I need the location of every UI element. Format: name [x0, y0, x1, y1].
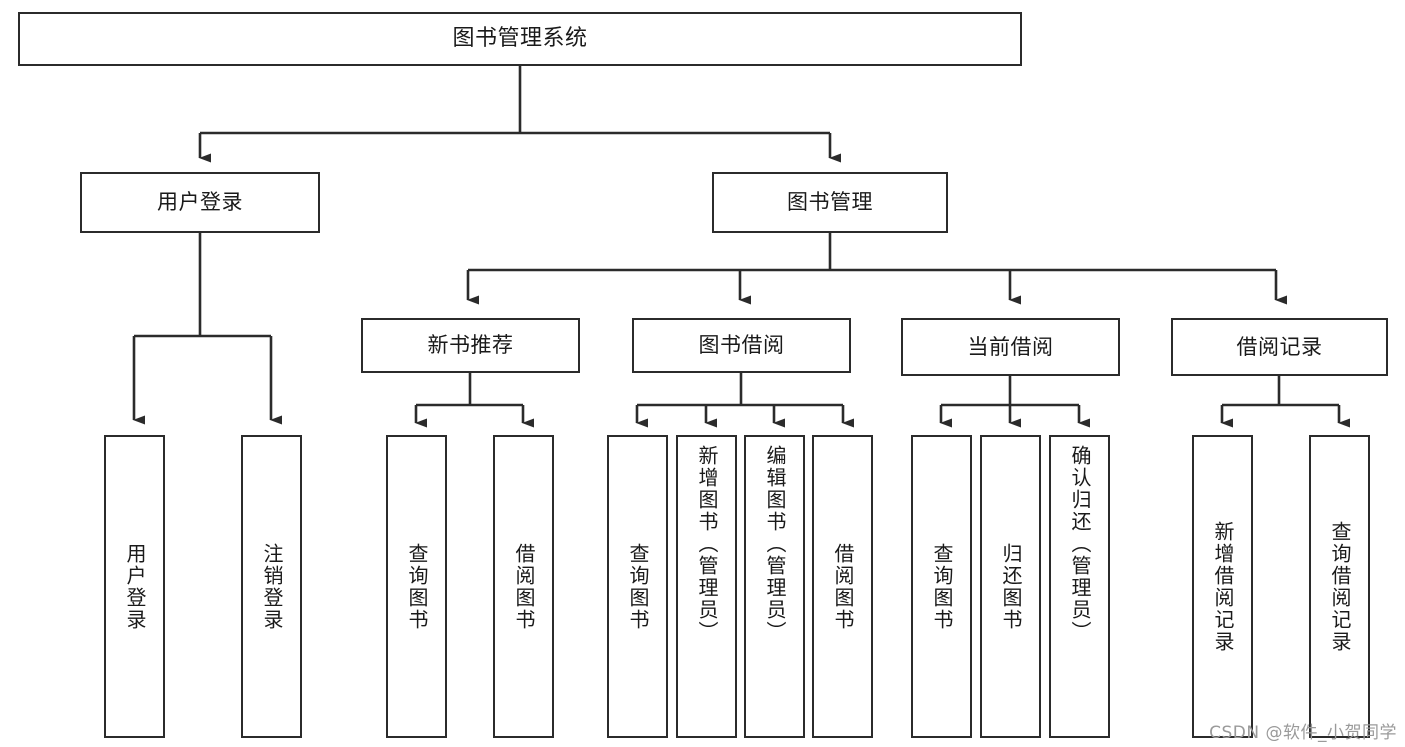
leaf-user-login-logout[interactable]: 注销登录	[241, 435, 302, 738]
node-label: 借阅记录	[1236, 334, 1323, 359]
leaf-label: 编辑图书（管理员）	[763, 445, 787, 643]
node-label: 新书推荐	[427, 333, 514, 358]
leaf-borrow-query-book[interactable]: 查询图书	[607, 435, 668, 738]
node-label: 图书借阅	[698, 333, 785, 358]
leaf-current-confirm-return-admin[interactable]: 确认归还（管理员）	[1049, 435, 1110, 738]
node-root-system[interactable]: 图书管理系统	[18, 12, 1022, 66]
node-book-management[interactable]: 图书管理	[712, 172, 948, 233]
leaf-current-query-book[interactable]: 查询图书	[911, 435, 972, 738]
node-label: 图书管理系统	[452, 26, 588, 52]
leaf-borrow-add-book-admin[interactable]: 新增图书（管理员）	[676, 435, 737, 738]
leaf-recommend-query-book[interactable]: 查询图书	[386, 435, 447, 738]
leaf-borrow-borrow-book[interactable]: 借阅图书	[812, 435, 873, 738]
node-label: 用户登录	[157, 190, 243, 215]
node-current-borrow[interactable]: 当前借阅	[901, 318, 1120, 376]
leaf-user-login-login[interactable]: 用户登录	[104, 435, 165, 738]
leaf-label: 查询图书	[626, 542, 650, 631]
leaf-label: 借阅图书	[512, 542, 536, 631]
leaf-record-query-record[interactable]: 查询借阅记录	[1309, 435, 1370, 738]
leaf-label: 注销登录	[260, 542, 284, 631]
node-book-borrow[interactable]: 图书借阅	[632, 318, 851, 373]
node-new-book-recommend[interactable]: 新书推荐	[361, 318, 580, 373]
leaf-label: 新增图书（管理员）	[695, 445, 719, 643]
leaf-record-add-record[interactable]: 新增借阅记录	[1192, 435, 1253, 738]
leaf-label: 查询图书	[930, 542, 954, 631]
leaf-label: 归还图书	[999, 542, 1023, 631]
leaf-label: 查询借阅记录	[1328, 520, 1352, 653]
leaf-label: 用户登录	[123, 542, 147, 631]
leaf-recommend-borrow-book[interactable]: 借阅图书	[493, 435, 554, 738]
leaf-current-return-book[interactable]: 归还图书	[980, 435, 1041, 738]
leaf-label: 确认归还（管理员）	[1068, 445, 1092, 643]
leaf-borrow-edit-book-admin[interactable]: 编辑图书（管理员）	[744, 435, 805, 738]
leaf-label: 新增借阅记录	[1211, 520, 1235, 653]
leaf-label: 查询图书	[405, 542, 429, 631]
node-borrow-record[interactable]: 借阅记录	[1171, 318, 1388, 376]
node-label: 图书管理	[787, 190, 873, 215]
csdn-watermark: CSDN @软件_小贺同学	[1209, 723, 1397, 743]
leaf-label: 借阅图书	[831, 542, 855, 631]
node-label: 当前借阅	[967, 334, 1054, 359]
node-user-login[interactable]: 用户登录	[80, 172, 320, 233]
